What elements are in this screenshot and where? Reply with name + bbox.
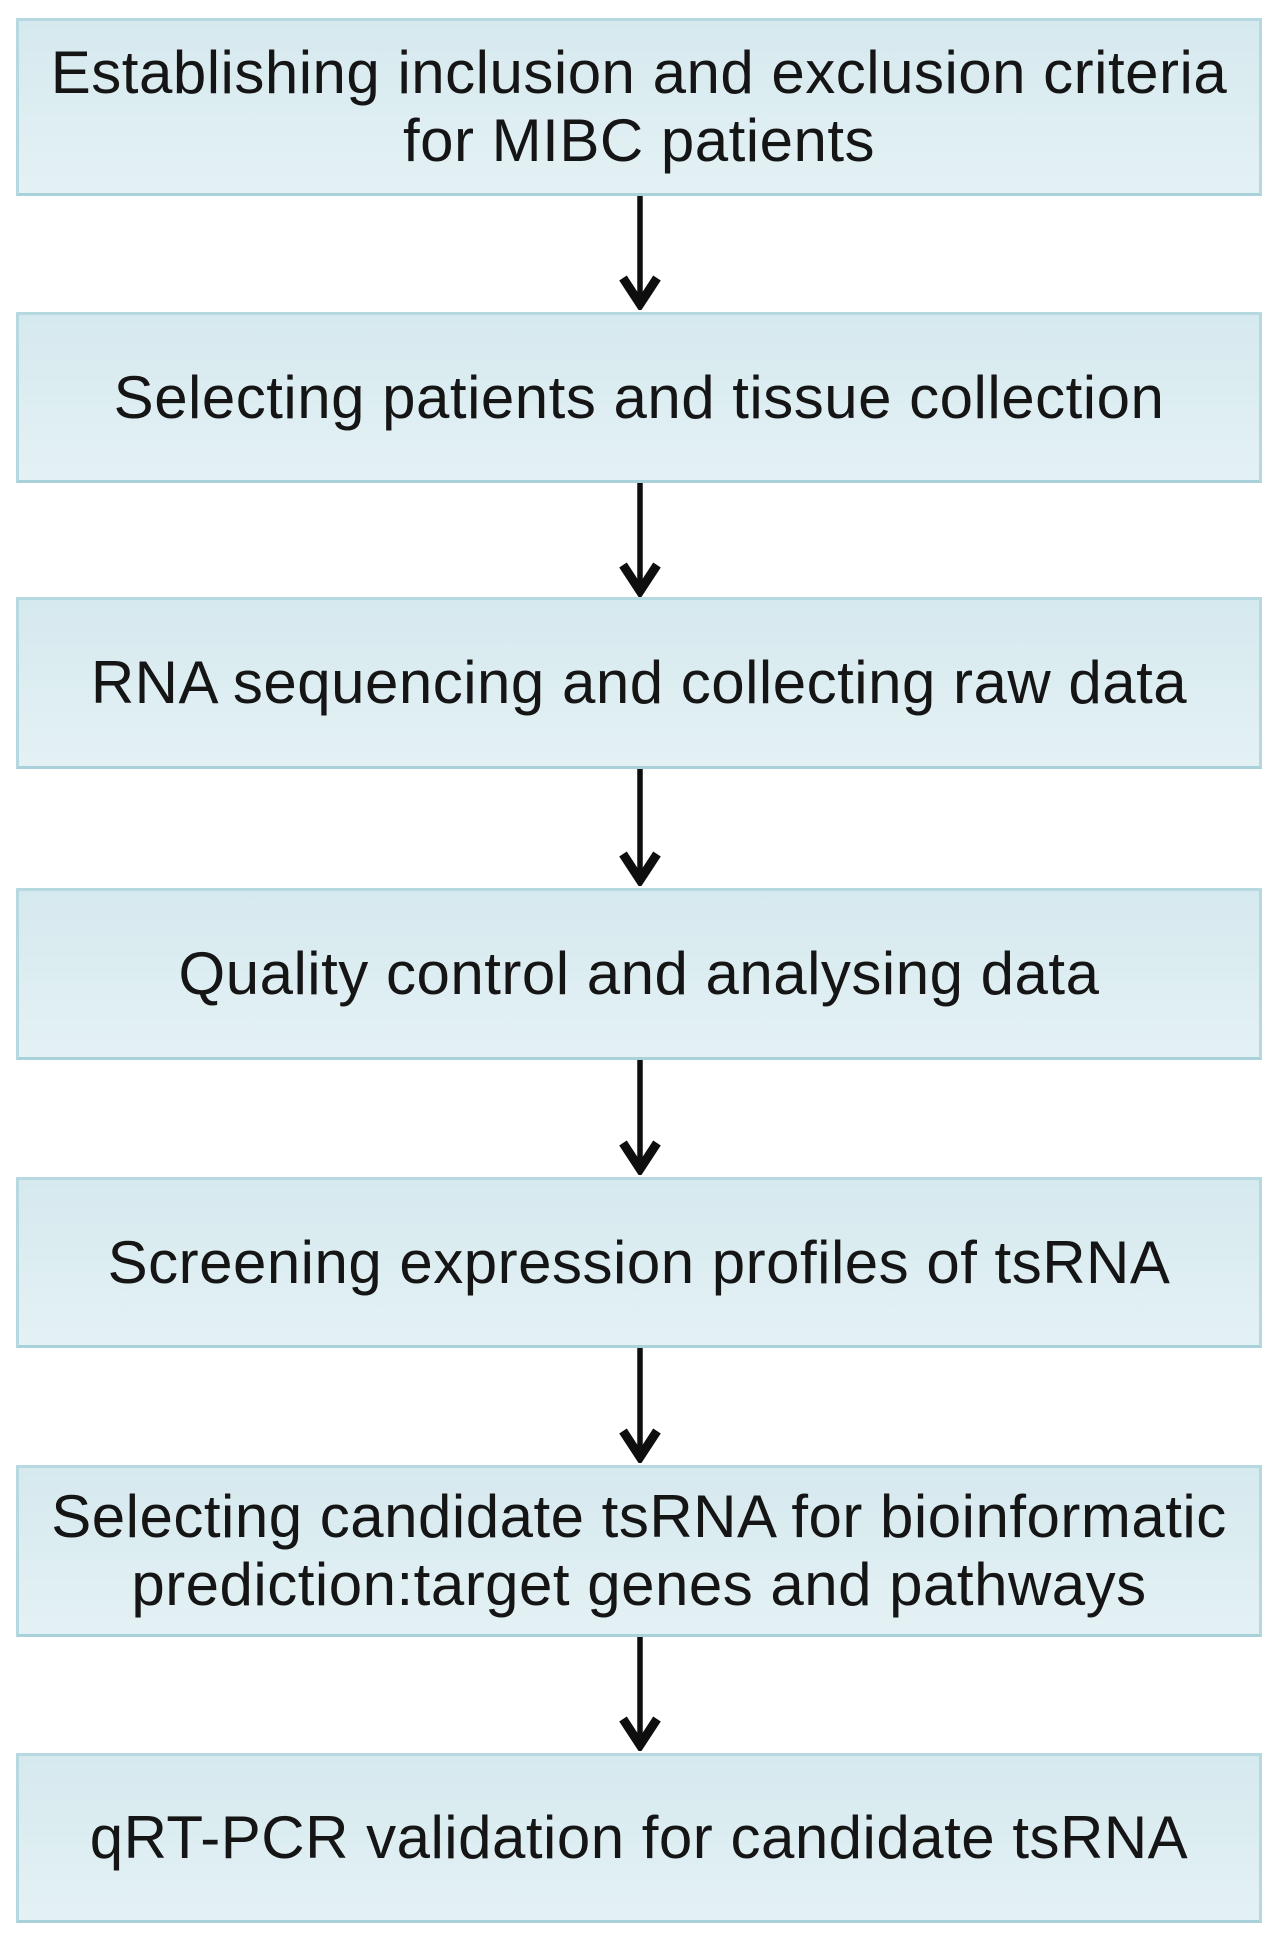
arrow-down-icon [619, 1637, 661, 1751]
text-line: qRT-PCR validation for candidate tsRNA [89, 1804, 1189, 1872]
flow-step-5-label: Screening expression profiles of tsRNA [90, 1229, 1189, 1297]
flow-step-2-label: Selecting patients and tissue collection [96, 364, 1183, 432]
flow-step-4: Quality control and analysing data [16, 888, 1262, 1060]
arrow-down-icon [619, 1060, 661, 1175]
text-line: for MIBC patients [402, 107, 875, 174]
arrow-down-icon [619, 196, 661, 310]
flow-step-3: RNA sequencing and collecting raw data [16, 597, 1262, 769]
arrow-down-icon [619, 1348, 661, 1463]
text-line: Selecting patients and tissue collection [113, 363, 1165, 431]
text-line: Selecting candidate tsRNA for bioinforma… [51, 1483, 1227, 1551]
flow-step-1-label: Establishing inclusion and exclusion cri… [33, 39, 1245, 175]
flow-step-7-label: qRT-PCR validation for candidate tsRNA [72, 1804, 1206, 1872]
flow-step-1: Establishing inclusion and exclusion cri… [16, 18, 1262, 196]
flow-step-2: Selecting patients and tissue collection [16, 312, 1262, 483]
flow-step-5: Screening expression profiles of tsRNA [16, 1177, 1262, 1348]
text-line: prediction:target genes and pathways [131, 1551, 1147, 1618]
text-line: Establishing inclusion and exclusion cri… [50, 39, 1228, 107]
arrow-down-icon [619, 769, 661, 886]
text-line: Quality control and analysing data [178, 940, 1100, 1008]
flow-step-4-label: Quality control and analysing data [161, 940, 1118, 1008]
flow-step-7: qRT-PCR validation for candidate tsRNA [16, 1753, 1262, 1923]
flow-step-6-label: Selecting candidate tsRNA for bioinforma… [33, 1483, 1244, 1619]
text-line: RNA sequencing and collecting raw data [90, 649, 1188, 717]
arrow-down-icon [619, 483, 661, 597]
flow-step-6: Selecting candidate tsRNA for bioinforma… [16, 1465, 1262, 1637]
text-line: Screening expression profiles of tsRNA [107, 1228, 1171, 1296]
flow-step-3-label: RNA sequencing and collecting raw data [73, 649, 1205, 717]
